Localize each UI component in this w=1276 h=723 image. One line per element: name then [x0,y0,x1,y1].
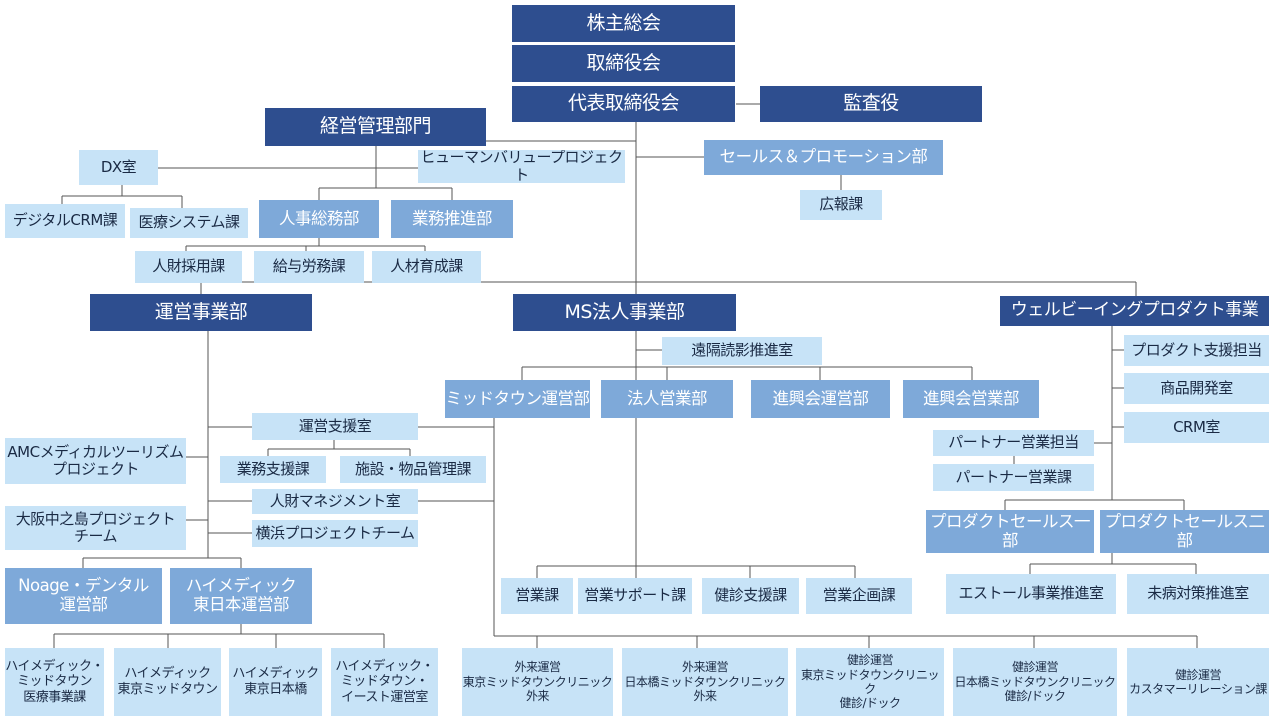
checkup-tokyo-midtown-box: 健診運営 東京ミッドタウンクリニック 健診/ドック [796,648,944,716]
himedic-nihonbashi-box: ハイメディック 東京日本橋 [229,648,322,716]
remote-reading-room-box: 遠隔読影推進室 [662,337,822,365]
crm-room-box: CRM室 [1124,412,1269,443]
shinkokai-sales-dept-box: 進興会営業部 [903,380,1039,418]
recruitment-section-box: 人財採用課 [135,251,242,283]
management-dept-box: 経営管理部門 [265,108,486,146]
training-section-box: 人材育成課 [372,251,481,283]
corporate-sales-dept-box: 法人営業部 [601,380,733,418]
midtown-operations-dept-box: ミッドタウン運営部 [445,380,590,418]
checkup-nihonbashi-box: 健診運営 日本橋ミッドタウンクリニック 健診/ドック [953,648,1117,716]
pr-section-box: 広報課 [800,190,882,220]
facility-management-section-box: 施設・物品管理課 [340,456,486,483]
medical-system-box: 医療システム課 [130,208,248,238]
business-promotion-box: 業務推進部 [391,200,513,238]
talent-management-room-box: 人財マネジメント室 [252,489,418,514]
himedic-midtown-medical-box: ハイメディック・ ミッドタウン 医療事業課 [5,648,104,716]
sales-promotion-dept-box: セールス＆プロモーション部 [704,140,943,175]
himedic-tokyo-midtown-box: ハイメディック 東京ミッドタウン [114,648,221,716]
hr-general-affairs-box: 人事総務部 [259,200,379,238]
yokohama-project-box: 横浜プロジェクトチーム [252,520,418,547]
outpatient-tokyo-midtown-box: 外来運営 東京ミッドタウンクリニック 外来 [462,648,613,716]
board-of-directors-box: 取締役会 [512,45,735,82]
payroll-section-box: 給与労務課 [254,251,364,283]
estole-promotion-room-box: エストール事業推進室 [946,574,1116,614]
osaka-project-box: 大阪中之島プロジェクト チーム [5,506,186,550]
product-sales-2-box: プロダクトセールス二部 [1100,510,1269,553]
product-development-room-box: 商品開発室 [1124,373,1269,404]
operations-division-box: 運営事業部 [90,294,312,331]
checkup-support-section-box: 健診支援課 [702,578,799,614]
dx-room-box: DX室 [79,150,158,185]
mibyo-promotion-room-box: 未病対策推進室 [1127,574,1269,614]
human-value-project-box: ヒューマンバリュープロジェクト [418,150,625,183]
representative-board-box: 代表取締役会 [512,86,735,122]
sales-support-section-box: 営業サポート課 [578,578,692,614]
sales-section-box: 営業課 [501,578,573,614]
ms-corporate-division-box: MS法人事業部 [513,294,736,331]
himedic-east-japan-box: ハイメディック 東日本運営部 [170,568,312,624]
checkup-customer-relations-box: 健診運営 カスタマーリレーション課 [1127,648,1269,716]
product-support-box: プロダクト支援担当 [1124,335,1269,366]
business-support-section-box: 業務支援課 [220,456,326,483]
shareholders-meeting-box: 株主総会 [512,5,735,42]
shinkokai-operations-dept-box: 進興会運営部 [751,380,890,418]
auditor-box: 監査役 [760,86,982,122]
outpatient-nihonbashi-box: 外来運営 日本橋ミッドタウンクリニック 外来 [622,648,788,716]
wellbeing-product-division-box: ウェルビーイングプロダクト事業 [1000,296,1269,326]
noage-dental-box: Noage・デンタル 運営部 [5,568,162,624]
product-sales-1-box: プロダクトセールス一部 [926,510,1094,553]
sales-planning-section-box: 営業企画課 [806,578,912,614]
himedic-east-operations-box: ハイメディック・ ミッドタウン・ イースト運営室 [331,648,438,716]
operations-support-room-box: 運営支援室 [252,413,418,440]
digital-crm-box: デジタルCRM課 [5,204,125,238]
partner-sales-section-box: パートナー営業課 [933,464,1094,491]
amc-medical-tourism-box: AMCメディカルツーリズム プロジェクト [5,438,186,484]
partner-sales-charge-box: パートナー営業担当 [933,430,1094,456]
